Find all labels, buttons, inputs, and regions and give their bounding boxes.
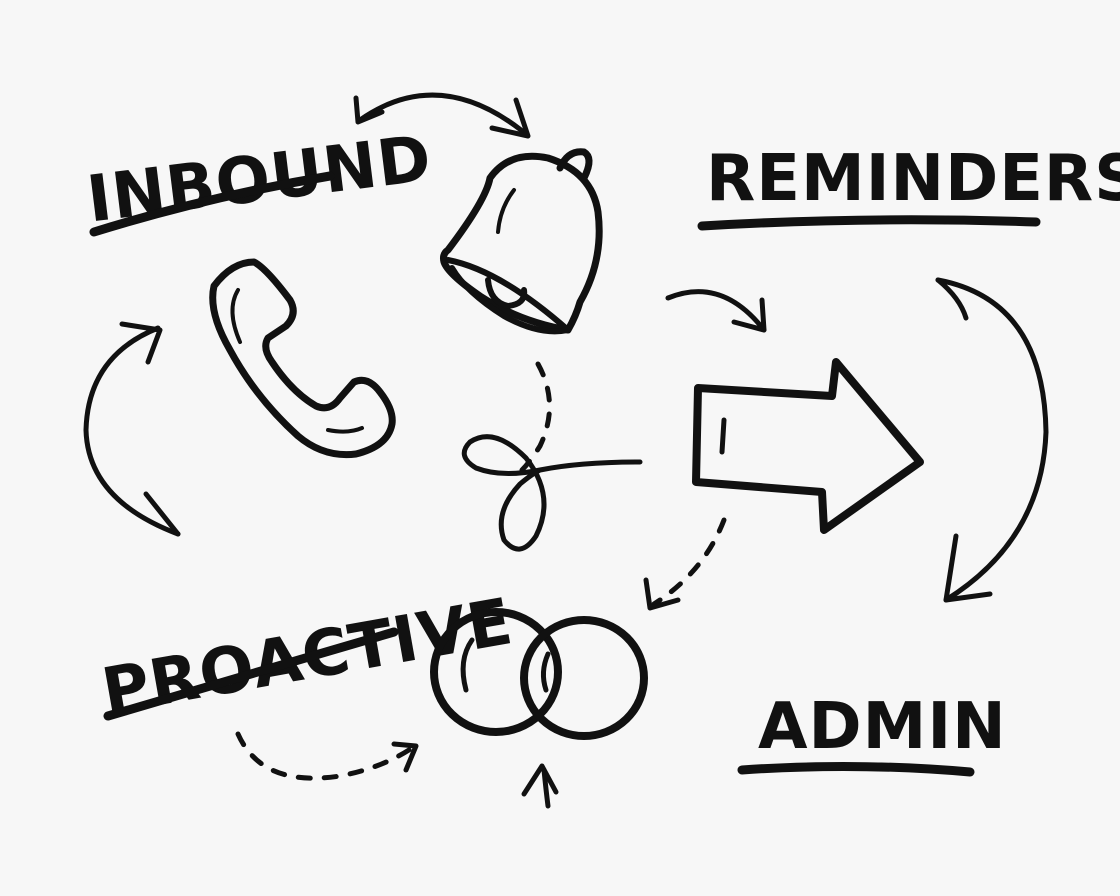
connector-arrow-to-rings bbox=[643, 517, 727, 611]
center-loop-squiggle bbox=[461, 434, 643, 552]
label-reminders-text: REMINDERS bbox=[706, 142, 1120, 216]
label-reminders-underline bbox=[697, 215, 1041, 231]
bell-icon bbox=[440, 148, 603, 335]
connector-bell-to-arrow bbox=[665, 289, 767, 333]
connector-bell-dashed bbox=[519, 361, 552, 473]
label-reminders: REMINDERS bbox=[697, 142, 1120, 231]
connector-right-curve bbox=[935, 277, 1049, 603]
right-arrow-icon bbox=[692, 358, 924, 534]
linked-rings-icon bbox=[430, 608, 648, 740]
label-inbound: INBOUND bbox=[83, 122, 436, 238]
label-proactive-underline bbox=[103, 627, 399, 721]
label-admin: ADMIN bbox=[737, 690, 1007, 777]
connector-proactive-to-rings bbox=[235, 731, 419, 781]
connector-up-arrow bbox=[521, 763, 559, 809]
label-admin-text: ADMIN bbox=[758, 690, 1007, 764]
label-inbound-underline bbox=[89, 171, 335, 237]
phone-icon bbox=[209, 258, 396, 459]
label-admin-underline bbox=[737, 761, 975, 777]
connector-top-curve bbox=[353, 92, 531, 139]
connector-left-curve bbox=[83, 321, 181, 537]
label-proactive: PROACTIVE bbox=[97, 585, 519, 730]
